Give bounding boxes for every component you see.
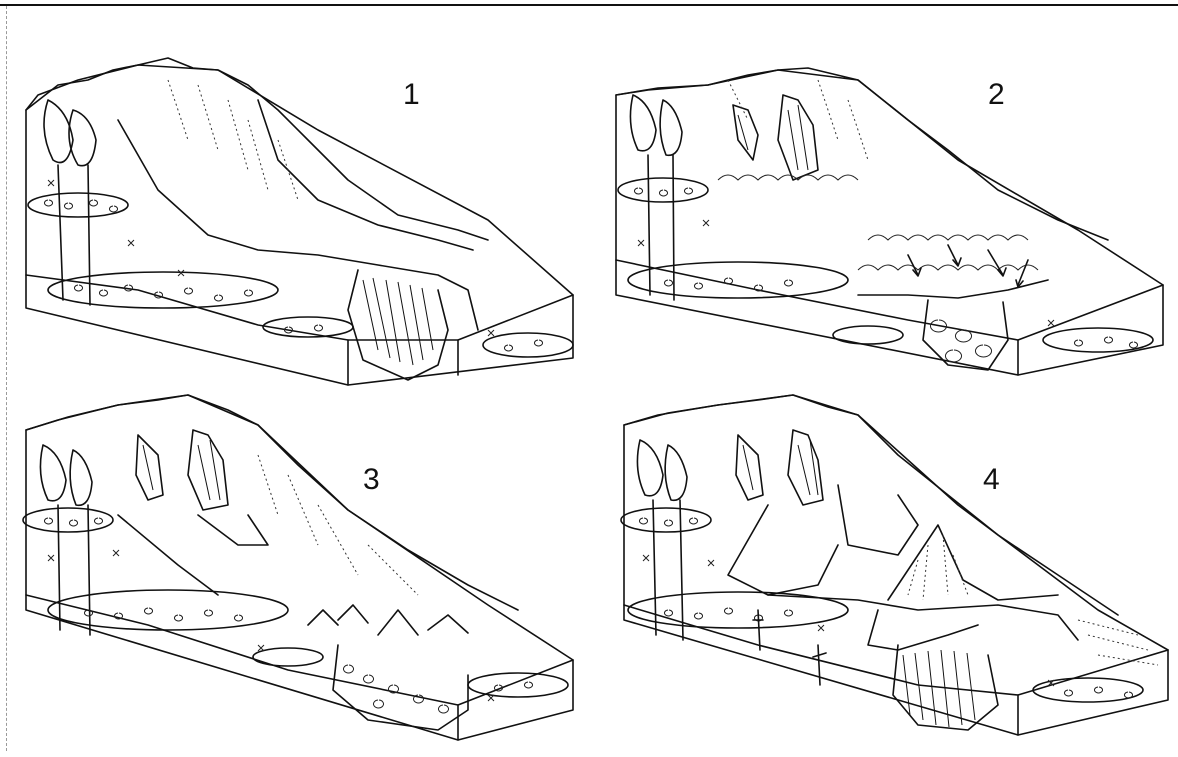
block-diagram-panel-3: 3 xyxy=(18,395,578,745)
panel-number-4: 4 xyxy=(983,465,1000,495)
block-diagram-panel-1: 1 xyxy=(18,40,578,390)
panel-number-3: 3 xyxy=(363,465,380,495)
block-diagram-4-drawing xyxy=(618,395,1178,745)
block-diagram-3-drawing xyxy=(18,395,578,745)
block-diagram-1-drawing xyxy=(18,40,578,390)
block-diagram-2-drawing xyxy=(608,40,1168,390)
left-scan-edge xyxy=(6,6,7,751)
panel-number-2: 2 xyxy=(988,80,1005,110)
block-diagram-panel-2: 2 xyxy=(608,40,1168,390)
top-border-line xyxy=(0,4,1178,6)
panel-number-1: 1 xyxy=(403,80,420,110)
block-diagram-panel-4: 4 xyxy=(618,395,1178,745)
